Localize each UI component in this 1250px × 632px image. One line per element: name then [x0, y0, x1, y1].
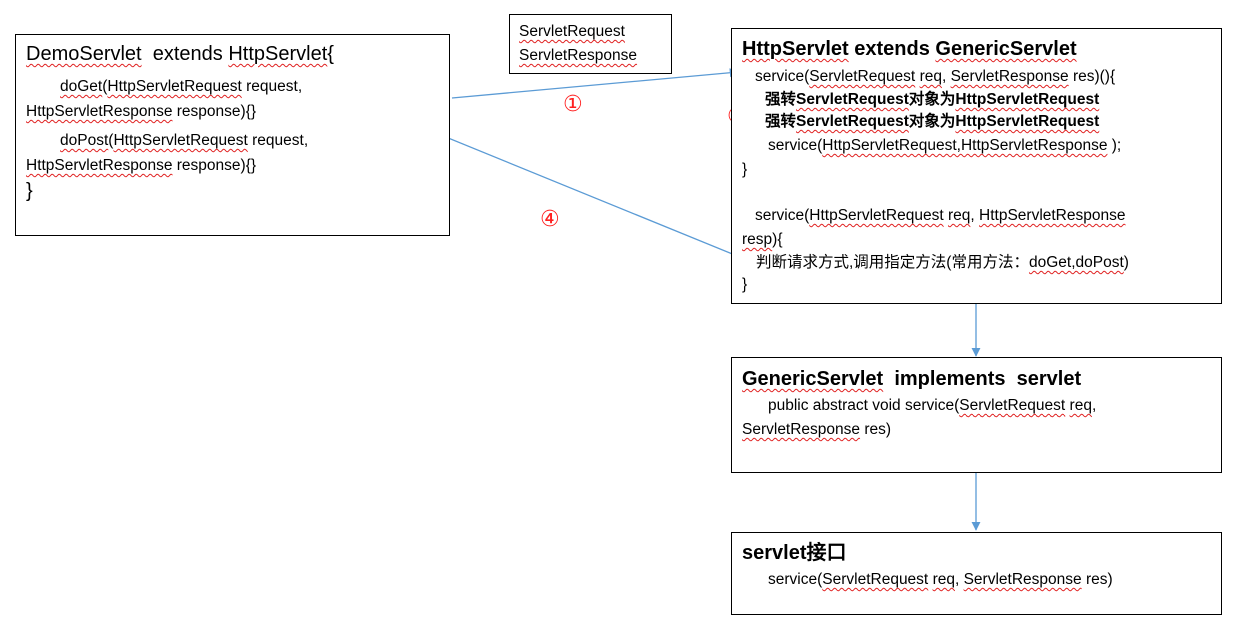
generic-servlet-title: GenericServlet implements servlet: [742, 366, 1081, 392]
arrow-step-1: [451, 68, 739, 99]
call-args: HttpServletRequest,HttpServletResponse: [822, 137, 1108, 154]
service2-line-wrap: resp){: [742, 230, 783, 250]
interface-suffix: 接口: [806, 542, 847, 564]
param-name: req: [932, 571, 955, 588]
service-call-line: service(HttpServletRequest,HttpServletRe…: [768, 136, 1121, 156]
comma: ,: [970, 207, 980, 224]
servlet-interface-title: servlet接口: [742, 540, 847, 566]
service-call: service(: [768, 137, 823, 154]
param-type: ServletRequest: [959, 397, 1066, 414]
brace: ){: [772, 231, 783, 248]
closing-brace-2: }: [742, 276, 748, 293]
judge-text: 判断请求方式,调用指定方法(常用方法：: [756, 254, 1029, 271]
servlet-request-text: ServletRequest: [519, 23, 625, 40]
dopost-method: doPost: [60, 132, 109, 149]
dopost-line: doPost(HttpServletRequest request,: [60, 131, 308, 151]
step-label-4: ④: [540, 206, 560, 231]
note-line-request: ServletRequest: [519, 22, 625, 42]
dopost-line-2: HttpServletResponse response){}: [26, 156, 256, 176]
class-name: DemoServlet: [26, 43, 142, 65]
generic-servlet-box: GenericServlet implements servlet public…: [731, 357, 1222, 473]
doget-line: doGet(HttpServletRequest request,: [60, 77, 302, 97]
param-type: HttpServletResponse: [26, 103, 173, 120]
param-type: HttpServletRequest: [809, 207, 944, 224]
param-name: req: [947, 207, 971, 224]
cast-line-2: 强转ServletRequest对象为HttpServletRequest: [765, 112, 1099, 132]
service-call: service(: [755, 68, 810, 85]
cast-text: 强转: [765, 113, 797, 130]
service-signature: service(: [768, 571, 823, 588]
cast-to: HttpServletRequest: [955, 91, 1100, 108]
param-name: request,: [247, 132, 309, 149]
cast-text: 对象为: [908, 91, 956, 108]
closing-brace-1: }: [742, 161, 748, 178]
call-end: );: [1107, 137, 1122, 154]
servlet-service-line: service(ServletRequest req, ServletRespo…: [768, 570, 1113, 590]
doget-method: doGet: [60, 78, 103, 95]
cast-text: 强转: [765, 91, 797, 108]
param-name: request,: [241, 78, 303, 95]
closing-brace: }: [26, 180, 33, 202]
paren: (: [108, 132, 114, 149]
implements-keyword: implements: [894, 368, 1006, 390]
param-type: ServletRequest: [809, 68, 916, 85]
step-label-1: ①: [563, 91, 583, 116]
cast-to: HttpServletRequest: [955, 113, 1100, 130]
param-type: HttpServletRequest: [107, 78, 242, 95]
param-name: resp: [742, 231, 773, 248]
servlet-response-text: ServletResponse: [519, 47, 638, 64]
service-call: service(: [755, 207, 810, 224]
param-type: ServletResponse: [742, 421, 861, 438]
http-servlet-box: HttpServlet extends GenericServlet servi…: [731, 28, 1222, 304]
cast-from: ServletRequest: [796, 113, 909, 130]
abstract-service-line-2: ServletResponse res): [742, 420, 891, 440]
comma: ,: [1091, 397, 1097, 414]
extends-keyword: extends: [152, 43, 223, 65]
abstract-service-line: public abstract void service(ServletRequ…: [768, 396, 1096, 416]
demo-servlet-box: DemoServlet extends HttpServlet{ doGet(H…: [15, 34, 450, 236]
param-name: res)(){: [1068, 68, 1116, 85]
http-servlet-title: HttpServlet extends GenericServlet: [742, 36, 1077, 62]
parent-class: HttpServlet: [228, 43, 328, 65]
interface-name: servlet: [742, 542, 807, 564]
service2-line: service(HttpServletRequest req, HttpServ…: [755, 206, 1125, 226]
param-type: HttpServletResponse: [26, 157, 173, 174]
judge-line: 判断请求方式,调用指定方法(常用方法：doGet,doPost): [756, 253, 1129, 273]
comma: ,: [954, 571, 964, 588]
extends-keyword: extends: [848, 38, 936, 60]
cast-from: ServletRequest: [796, 91, 909, 108]
class-name: GenericServlet: [742, 368, 884, 390]
interface-name: servlet: [1016, 368, 1082, 390]
judge-close: ): [1123, 254, 1129, 271]
param-type: ServletRequest: [822, 571, 929, 588]
request-response-note: ServletRequest ServletResponse: [509, 14, 672, 74]
param-name: response){}: [172, 157, 257, 174]
doget-line-2: HttpServletResponse response){}: [26, 102, 256, 122]
service-signature: public abstract void service(: [768, 397, 960, 414]
param-type: HttpServletRequest: [113, 132, 248, 149]
param-type: HttpServletResponse: [979, 207, 1126, 224]
param-name: req: [919, 68, 942, 85]
param-name: res): [1081, 571, 1113, 588]
cast-line-1: 强转ServletRequest对象为HttpServletRequest: [765, 90, 1099, 110]
param-name: res): [860, 421, 892, 438]
service-method-line: service(ServletRequest req, ServletRespo…: [755, 67, 1115, 87]
param-name: req: [1069, 397, 1092, 414]
class-name: HttpServlet: [742, 38, 849, 60]
comma: ,: [941, 68, 951, 85]
note-line-response: ServletResponse: [519, 46, 637, 66]
cast-text: 对象为: [908, 113, 956, 130]
brace: {: [327, 43, 334, 65]
servlet-interface-box: servlet接口 service(ServletRequest req, Se…: [731, 532, 1222, 615]
demo-servlet-title: DemoServlet extends HttpServlet{: [26, 41, 334, 67]
parent-class: GenericServlet: [935, 38, 1077, 60]
param-type: ServletResponse: [950, 68, 1069, 85]
param-type: ServletResponse: [963, 571, 1082, 588]
param-name: response){}: [172, 103, 257, 120]
judge-methods: doGet,doPost: [1028, 254, 1124, 271]
paren: (: [102, 78, 108, 95]
